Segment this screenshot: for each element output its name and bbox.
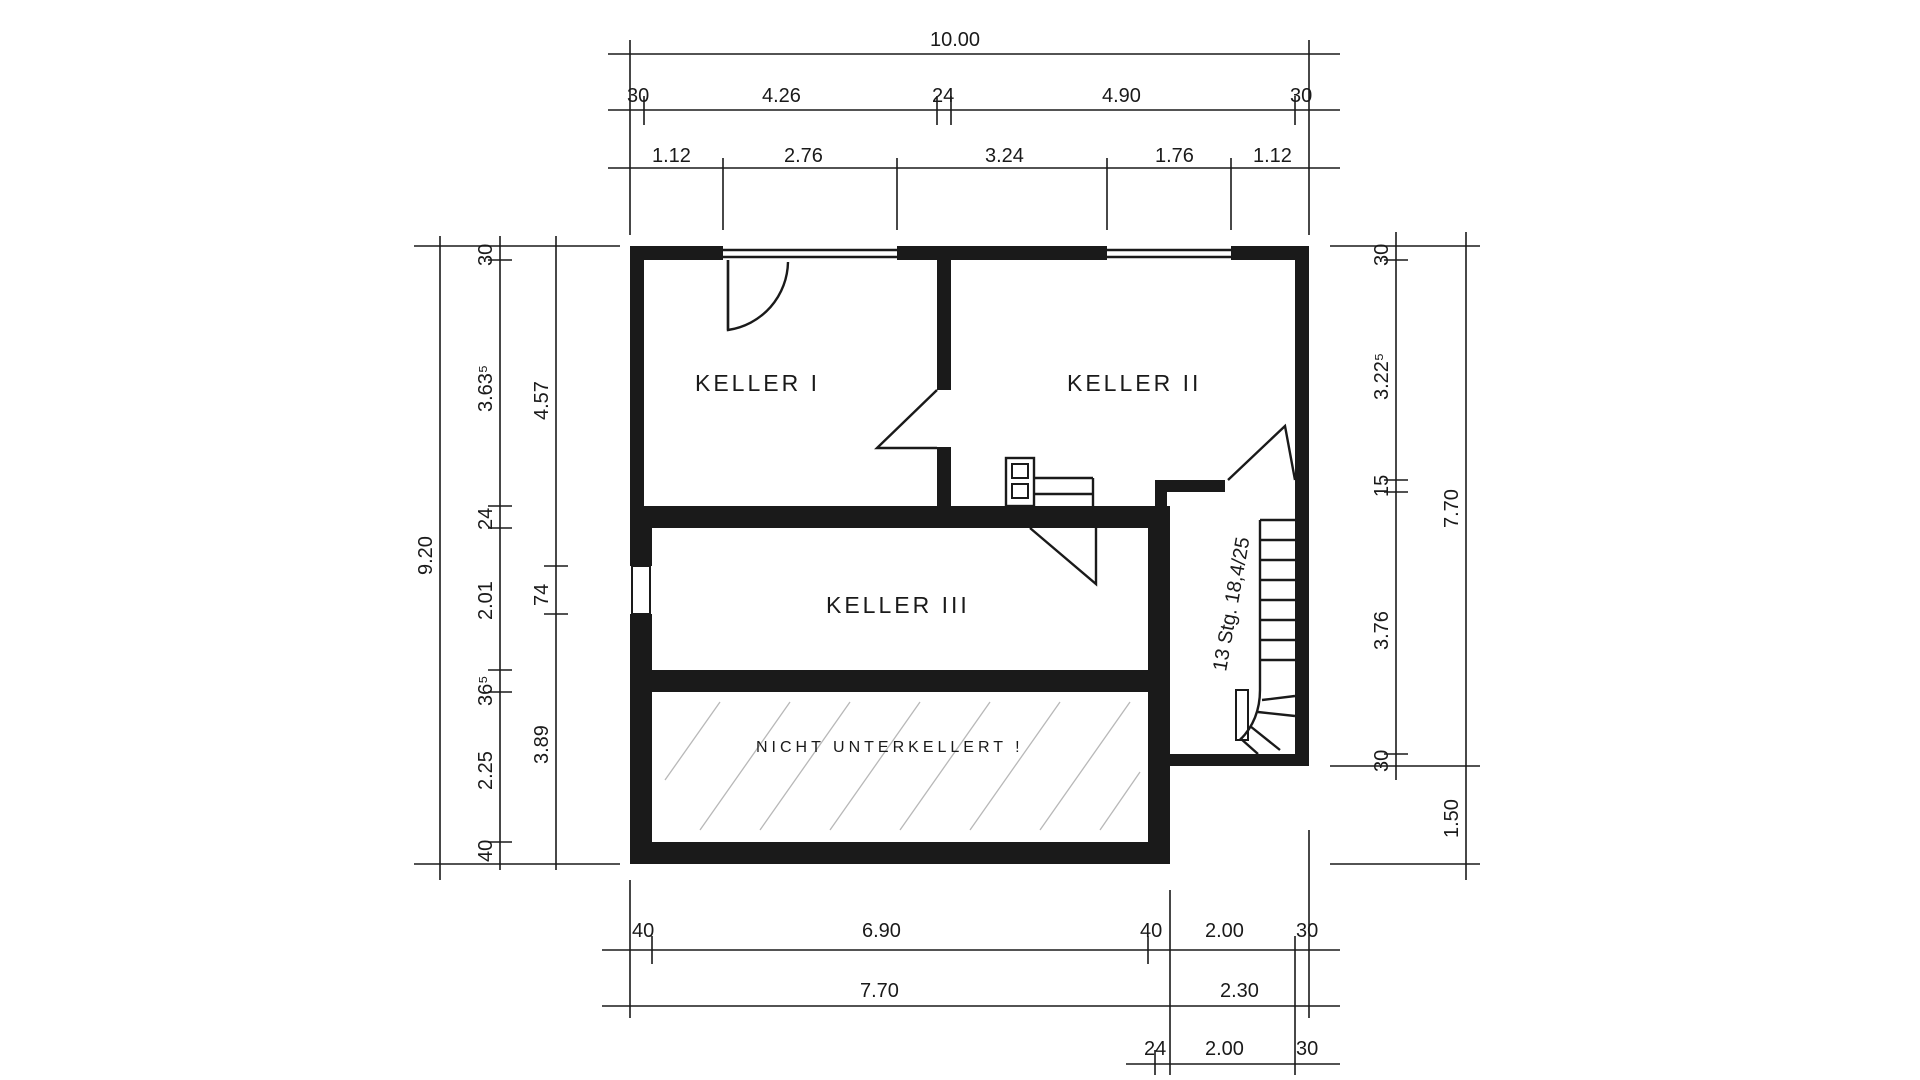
dim-right-a-15: 15 <box>1371 475 1393 497</box>
dim-left-a-363: 3.63⁵ <box>475 365 497 412</box>
outer-wall-top-left <box>630 246 723 260</box>
window-left <box>631 565 651 615</box>
chimney-flue-b <box>1011 483 1029 499</box>
dim-bottom-row2-b: 2.30 <box>1220 980 1259 1002</box>
chimney <box>1004 456 1036 508</box>
partition-wall-upper <box>937 260 951 390</box>
dim-left-a-30: 30 <box>475 244 497 266</box>
dim-top-row3-e: 1.12 <box>1253 145 1292 167</box>
dim-top-row2-b: 4.26 <box>762 85 801 107</box>
dim-left-a-365: 36⁵ <box>475 675 497 706</box>
dim-top-row3-c: 3.24 <box>985 145 1024 167</box>
dim-left-b-457: 4.57 <box>531 381 553 420</box>
outer-wall-left-upper <box>630 246 644 506</box>
dim-left-a-40: 40 <box>475 840 497 862</box>
stair-wall-left <box>1155 480 1167 766</box>
door-swing-keller3 <box>1029 527 1098 587</box>
dim-top-row2-d: 4.90 <box>1102 85 1141 107</box>
dimensions-top: 10.00 30 4.26 24 4.90 30 1.12 2.76 3.24 … <box>608 29 1340 235</box>
walls <box>630 246 1309 864</box>
room-label-keller3: KELLER III <box>826 592 970 618</box>
doors <box>726 260 1297 587</box>
dim-right-b-150: 1.50 <box>1441 799 1463 838</box>
dim-top-row3-d: 1.76 <box>1155 145 1194 167</box>
outer-wall-top-mid <box>897 246 1107 260</box>
room-label-keller1: KELLER I <box>695 370 820 396</box>
dim-top-row3-a: 1.12 <box>652 145 691 167</box>
dim-left-a-225: 2.25 <box>475 751 497 790</box>
dim-bottom-row3-c: 30 <box>1296 1038 1318 1060</box>
stair-winder <box>1239 689 1296 755</box>
staircase: 13 Stg. 18,4/25 <box>1209 518 1296 755</box>
outer-wall-top-right <box>1231 246 1309 260</box>
stair-note: 13 Stg. 18,4/25 <box>1209 535 1254 672</box>
middle-wall <box>630 506 1170 528</box>
dim-right-b-770: 7.70 <box>1441 489 1463 528</box>
dim-bottom-row1-c: 40 <box>1140 920 1162 942</box>
stair-wall-top <box>1155 480 1225 492</box>
stair-wall-bottom <box>1155 754 1309 766</box>
room-label-nicht-unterkellert: NICHT UNTERKELLERT ! <box>756 739 1024 756</box>
door-swing-partition <box>874 389 938 450</box>
dim-top-row3-b: 2.76 <box>784 145 823 167</box>
dim-bottom-row1-a: 40 <box>632 920 654 942</box>
dim-left-b-389: 3.89 <box>531 725 553 764</box>
dim-top-row2-e: 30 <box>1290 85 1312 107</box>
door-swing-keller1 <box>726 260 790 332</box>
unexcavated-hatch <box>664 701 1141 831</box>
dim-bottom-row1-d: 2.00 <box>1205 920 1244 942</box>
dim-top-overall: 10.00 <box>930 29 980 51</box>
stair-start <box>1235 689 1249 741</box>
room-label-keller2: KELLER II <box>1067 370 1201 396</box>
door-swing-stair <box>1227 423 1297 481</box>
dim-right-a-30b: 30 <box>1371 750 1393 772</box>
dimensions-bottom: 40 6.90 40 2.00 30 7.70 2.30 24 2.00 30 <box>602 830 1340 1075</box>
dimensions-left: 9.20 30 3.63⁵ 24 2.01 36⁵ 2.25 40 4.57 7… <box>414 236 620 880</box>
dim-bottom-row3-b: 2.00 <box>1205 1038 1244 1060</box>
dim-right-a-3225: 3.22⁵ <box>1371 353 1393 400</box>
chimney-flue-a <box>1011 463 1029 479</box>
dim-bottom-row3-a: 24 <box>1144 1038 1166 1060</box>
dim-bottom-row1-b: 6.90 <box>862 920 901 942</box>
outer-wall-bottom <box>630 842 1170 864</box>
partition-wall-lower <box>937 447 951 507</box>
dim-bottom-row2-a: 7.70 <box>860 980 899 1002</box>
outer-wall-left-lower-b <box>630 614 652 860</box>
dim-left-a-201: 2.01 <box>475 581 497 620</box>
dim-right-a-376: 3.76 <box>1371 611 1393 650</box>
dim-left-overall: 9.20 <box>415 536 437 575</box>
outer-wall-right <box>1295 246 1309 766</box>
dim-top-row2-a: 30 <box>627 85 649 107</box>
dim-left-a-24: 24 <box>475 508 497 530</box>
lower-wall <box>630 670 1170 692</box>
dim-right-a-30: 30 <box>1371 244 1393 266</box>
dim-top-row2-c: 24 <box>932 85 954 107</box>
dim-left-b-74: 74 <box>531 584 553 606</box>
outer-wall-left-lower-a <box>630 506 652 566</box>
dimensions-right: 30 3.22⁵ 15 3.76 30 7.70 1.50 <box>1330 232 1480 880</box>
dim-bottom-row1-e: 30 <box>1296 920 1318 942</box>
